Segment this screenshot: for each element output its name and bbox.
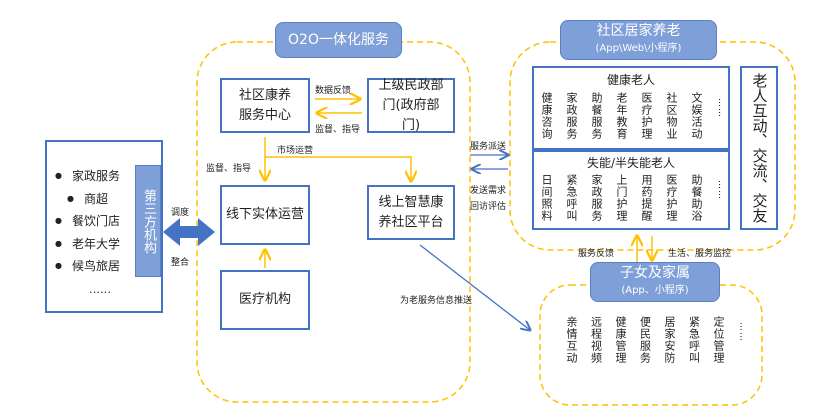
service-column: 上门护理 [615,174,628,222]
list-item: 餐饮门店 [55,211,120,234]
list-item: 家政服务 [55,166,120,189]
service-column: 日间照料 [540,174,553,222]
civil-affairs-box: 上级民政部门(政府部门) [367,78,455,133]
service-column: 健康咨询 [540,92,553,140]
integrate-label: 整合 [171,258,190,268]
monitor-label: 生活、服务监控 [668,249,732,259]
family-subtitle: (App、小程序) [621,285,689,296]
list-item: 商超 [55,189,120,212]
revisit-label: 回访评估 [470,202,507,212]
service-feedback-label: 服务反馈 [578,249,615,259]
service-column: 紧急呼叫 [687,316,701,364]
dispatch-service-label: 服务派送 [470,142,507,152]
third-party-label: 第三方机构 [135,165,161,277]
service-column: 健康管理 [614,316,627,364]
online-platform-box: 线上智慧康养社区平台 [367,185,455,240]
o2o-title: O2O一体化服务 [275,22,402,58]
dispatch-label: 调度 [171,208,190,218]
service-column: 文娱活动 [690,92,703,140]
list-item: 候鸟旅居 [55,256,120,279]
dispatch-double-arrow [163,218,215,246]
more-ellipsis: …… [716,98,726,118]
community-center-box: 社区康养服务中心 [220,78,310,133]
disabled-title: 失能/半失能老人 [586,156,676,170]
service-list: 家政服务 商超 餐饮门店 老年大学 候鸟旅居 [55,166,120,279]
service-column: 社区物业 [665,92,678,140]
family-title-text: 子女及家属 [620,265,690,281]
service-column: 医疗护理 [640,92,653,140]
disabled-elderly-box: 失能/半失能老人 日间照料紧急呼叫家政服务上门护理用药提醒医疗护理助餐助浴 …… [532,150,730,230]
service-column: 医疗护理 [665,174,678,222]
community-title-text: 社区居家养老 [596,23,681,39]
more-ellipsis: …… [89,283,111,296]
healthy-elderly-box: 健康老人 健康咨询家政服务助餐服务老年教育医疗护理社区物业文娱活动 …… [532,66,730,150]
more-ellipsis: …… [716,180,726,200]
service-column: 定位管理 [712,316,725,364]
send-demand-label: 发送需求 [470,186,507,196]
elderly-interaction-box: 老人互动、交流、交友 [740,66,778,230]
family-title: 子女及家属 (App、小程序) [590,262,720,302]
service-column: 家政服务 [590,174,603,222]
service-column: 居家安防 [663,316,676,364]
service-column: 亲情互动 [565,316,578,364]
service-column: 远程视频 [589,316,603,364]
service-column: 便民服务 [638,316,652,364]
service-column: 助餐服务 [590,92,603,140]
medical-institution-box: 医疗机构 [220,270,310,330]
market-label: 市场运营 [277,146,314,156]
healthy-title: 健康老人 [606,73,655,87]
push-label: 为老服务信息推送 [400,296,473,306]
supervise-label: 监督、指导 [315,125,361,135]
service-column: 助餐助浴 [690,174,703,222]
data-feedback-label: 数据反馈 [315,86,352,96]
o2o-region [196,41,471,403]
list-item: 老年大学 [55,234,120,257]
more-ellipsis: …… [737,322,748,342]
service-column: 用药提醒 [640,174,653,222]
supervise-label-2: 监督、指导 [206,164,252,174]
community-subtitle: (App\Web\小程序) [595,43,682,54]
community-title: 社区居家养老 (App\Web\小程序) [560,20,717,60]
service-column: 紧急呼叫 [565,174,578,222]
service-column: 家政服务 [565,92,578,140]
service-column: 老年教育 [615,92,628,140]
offline-operation-box: 线下实体运营 [220,185,310,245]
